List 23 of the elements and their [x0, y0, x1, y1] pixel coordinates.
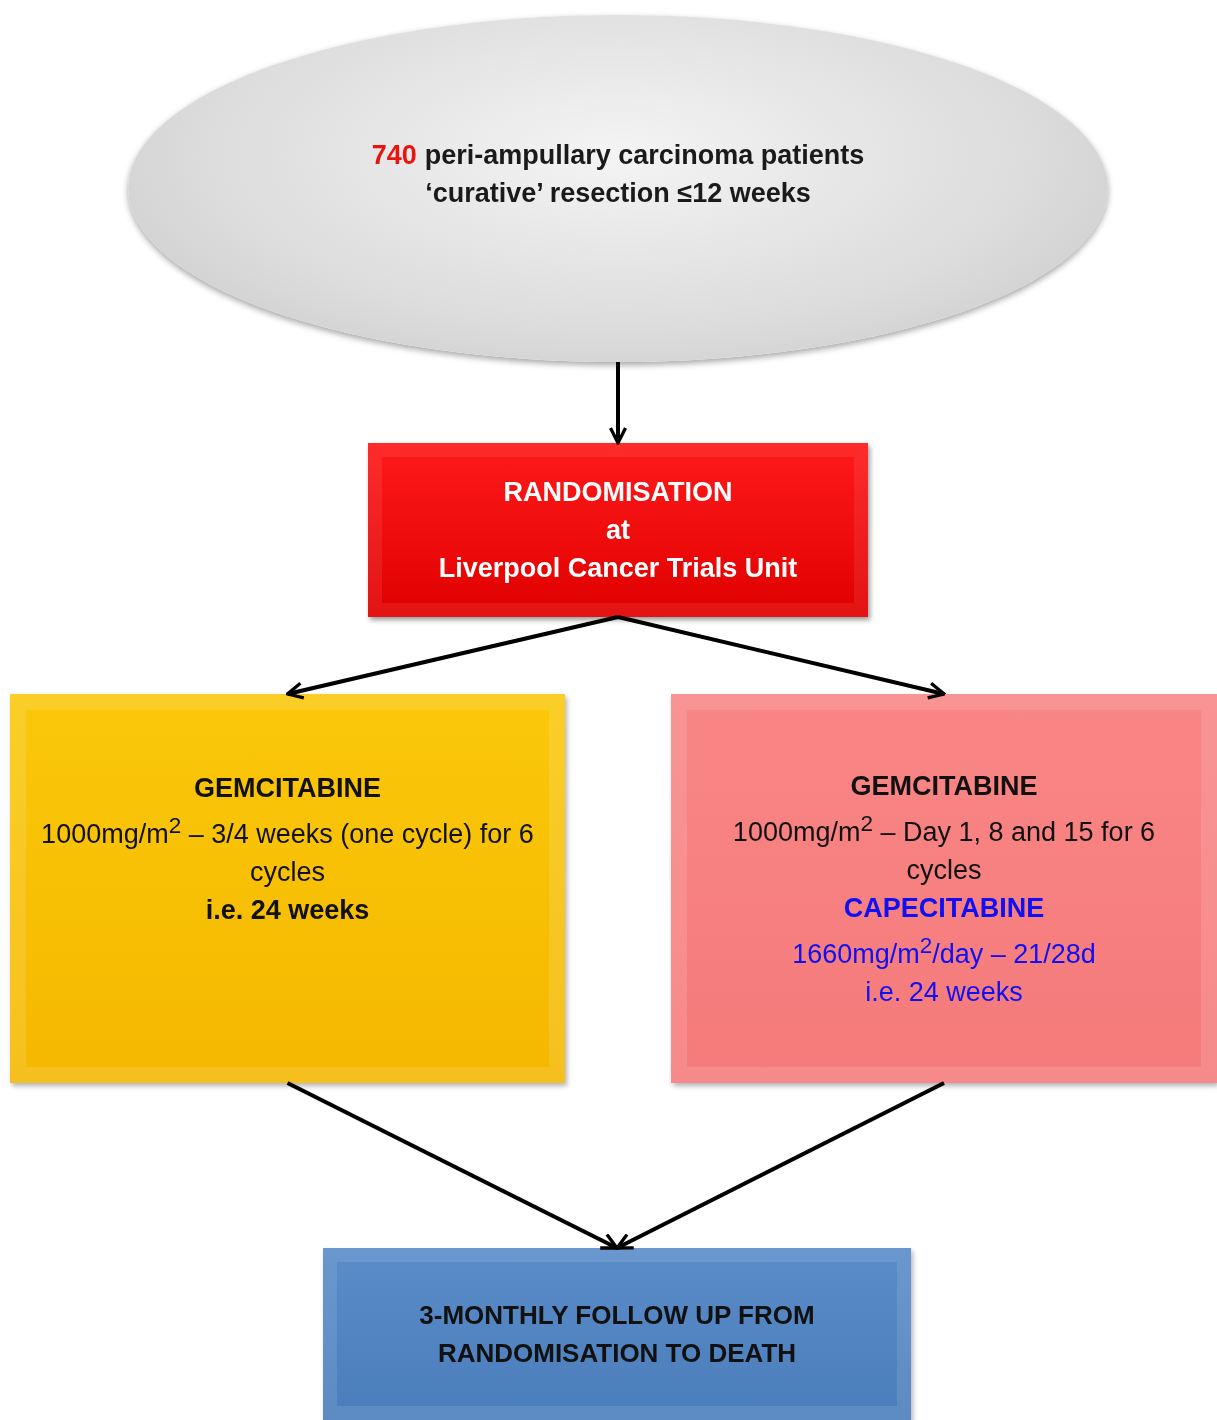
node-text: Liverpool Cancer Trials Unit	[438, 552, 798, 585]
node-text: RANDOMISATION	[503, 476, 733, 509]
node-text: 1000mg/m$^{2}$ – Day 1, 8 and 15 for 6 cycles	[731, 809, 1157, 887]
treatment-arm-box	[10, 694, 565, 1083]
patient-count: 740	[371, 139, 417, 170]
node-text: CAPECITABINE	[843, 891, 1045, 925]
randomisation-box	[368, 443, 868, 617]
drug-heading: GEMCITABINE	[194, 771, 381, 805]
arrow	[286, 1081, 619, 1250]
population-text: peri-ampullary carcinoma patients	[424, 139, 865, 170]
node-text: 1660mg/m$^{2}$/day – 21/28d	[792, 931, 1096, 971]
node-text: at	[606, 514, 630, 547]
population-text: ‘curative’ resection ≤12 weeks	[425, 176, 811, 210]
node-text: i.e. 24 weeks	[205, 893, 370, 927]
follow-up-box	[323, 1248, 911, 1420]
arrow	[285, 615, 619, 700]
drug-heading: GEMCITABINE	[850, 769, 1038, 803]
arrow	[608, 362, 628, 445]
arrow	[615, 1081, 945, 1250]
arrow	[617, 615, 946, 700]
treatment-arm-box	[671, 694, 1217, 1083]
node-text: 3-MONTHLY FOLLOW UP FROM RANDOMISATION TO DEATH	[418, 1299, 816, 1370]
node-text: i.e. 24 weeks	[865, 975, 1023, 1009]
